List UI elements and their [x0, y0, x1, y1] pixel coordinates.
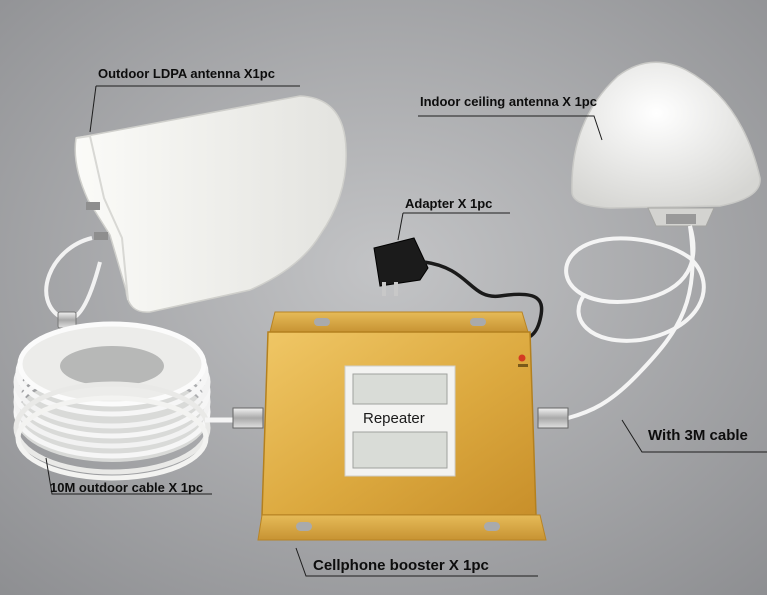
indoor-ceiling-antenna: [564, 61, 761, 420]
label-booster: Cellphone booster X 1pc: [313, 557, 489, 574]
leader-lines: [45, 85, 767, 577]
label-3m-cable: With 3M cable: [648, 427, 748, 444]
label-outdoor-antenna: Outdoor LDPA antenna X1pc: [98, 66, 275, 81]
device-screen-text: Repeater: [363, 410, 425, 427]
power-adapter: [373, 237, 544, 341]
label-indoor-antenna: Indoor ceiling antenna X 1pc: [420, 94, 597, 109]
label-adapter: Adapter X 1pc: [405, 196, 493, 211]
outdoor-cable-coil: [13, 321, 238, 481]
cellphone-booster: [232, 311, 569, 541]
label-outdoor-cable: 10M outdoor cable X 1pc: [50, 480, 204, 495]
